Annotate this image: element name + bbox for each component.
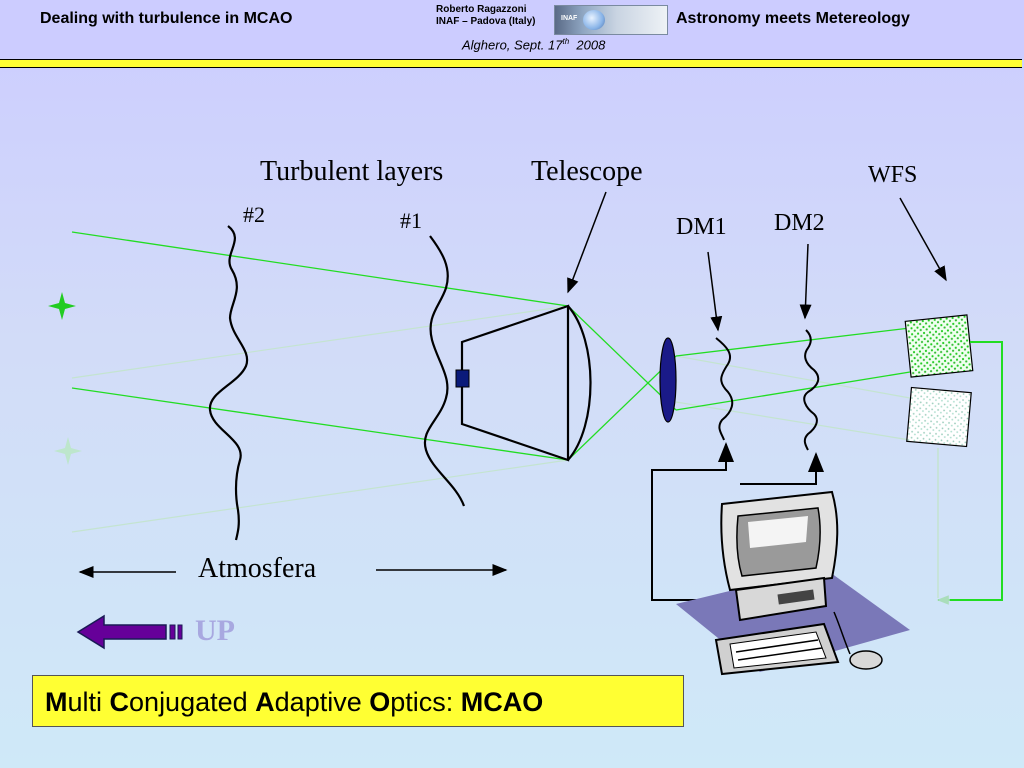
author-block: Roberto Ragazzoni INAF – Padova (Italy): [436, 4, 535, 28]
word-daptive: daptive: [274, 687, 370, 717]
date-year: 2008: [576, 37, 606, 53]
up-label: UP: [195, 614, 235, 647]
atmosfera-label: Atmosfera: [198, 553, 317, 584]
date-suffix: th: [562, 37, 570, 46]
header-bar: Dealing with turbulence in MCAO Roberto …: [0, 0, 1024, 58]
mcao-title-box: Multi Conjugated Adaptive Optics: MCAO: [32, 675, 684, 727]
author-affiliation: INAF – Padova (Italy): [436, 16, 536, 27]
word-ulti: ulti: [67, 687, 110, 717]
telescope-icon: [455, 304, 592, 462]
word-ptics: ptics:: [390, 687, 461, 717]
layer-1-label: #1: [400, 208, 422, 233]
dm1-label: DM1: [676, 214, 727, 240]
layer-2-label: #2: [243, 202, 265, 227]
turbulent-layer-2: [208, 225, 249, 541]
pointer-arrows: [567, 191, 947, 332]
dm2-mirror: [803, 329, 820, 451]
lens-icon: [659, 337, 677, 423]
conference-title: Astronomy meets Metereology: [676, 10, 910, 27]
author-name: Roberto Ragazzoni: [436, 4, 527, 15]
logo-badge: INAF: [561, 15, 578, 22]
inaf-logo: INAF: [554, 5, 668, 35]
letter-m: M: [45, 687, 68, 717]
letter-o: O: [369, 687, 391, 717]
faint-star-icon: [54, 437, 82, 465]
letter-c: C: [109, 687, 130, 717]
wfs-label: WFS: [868, 162, 918, 188]
computer-icon: [676, 490, 910, 676]
dm1-mirror: [715, 337, 734, 441]
telescope-label: Telescope: [531, 156, 643, 187]
bright-star-icon: [48, 292, 76, 320]
faint-beams: [71, 305, 911, 533]
bright-beams: [71, 231, 911, 461]
letter-a: A: [255, 687, 275, 717]
mcao-acronym: MCAO: [460, 687, 544, 717]
wfs-detector-faint: [906, 386, 972, 448]
turbulent-layer-1: [423, 235, 466, 507]
date-prefix: Alghero, Sept. 17: [462, 37, 563, 53]
turbulent-layers-label: Turbulent layers: [260, 156, 444, 187]
logo-orb-icon: [583, 10, 605, 30]
presentation-title: Dealing with turbulence in MCAO: [40, 10, 293, 27]
up-arrow-icon: [76, 614, 183, 650]
wfs-detector-bright: [904, 314, 974, 378]
dm2-label: DM2: [774, 210, 825, 236]
header-divider: [0, 59, 1022, 68]
word-onjugated: onjugated: [129, 687, 256, 717]
wfs-bright-feedback: [938, 341, 1003, 601]
date-line: Alghero, Sept. 17th 2008: [462, 37, 605, 52]
